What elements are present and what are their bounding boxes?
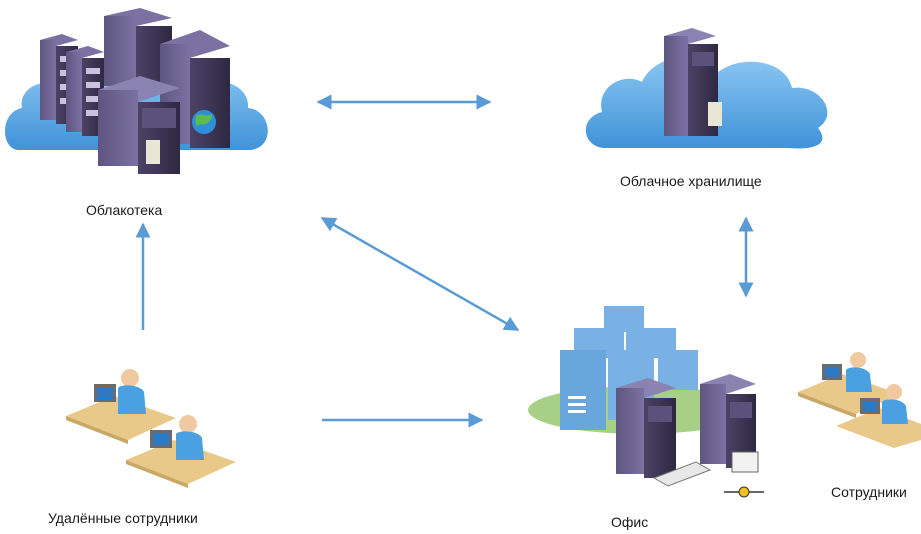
label-office: Офис xyxy=(611,514,649,530)
users-icon xyxy=(798,352,921,448)
datacenter-cloud-icon xyxy=(4,8,268,174)
label-remote-employees: Удалённые сотрудники xyxy=(48,510,198,526)
cloud-server-icon xyxy=(585,28,828,149)
label-employees: Сотрудники xyxy=(831,484,907,500)
remote-users-icon xyxy=(66,369,236,488)
label-oblakoteka: Облакотека xyxy=(86,202,163,218)
edge-oblakoteka-office xyxy=(320,216,520,332)
label-cloud-storage: Облачное хранилище xyxy=(620,173,762,189)
office-servers-icon xyxy=(528,306,764,498)
